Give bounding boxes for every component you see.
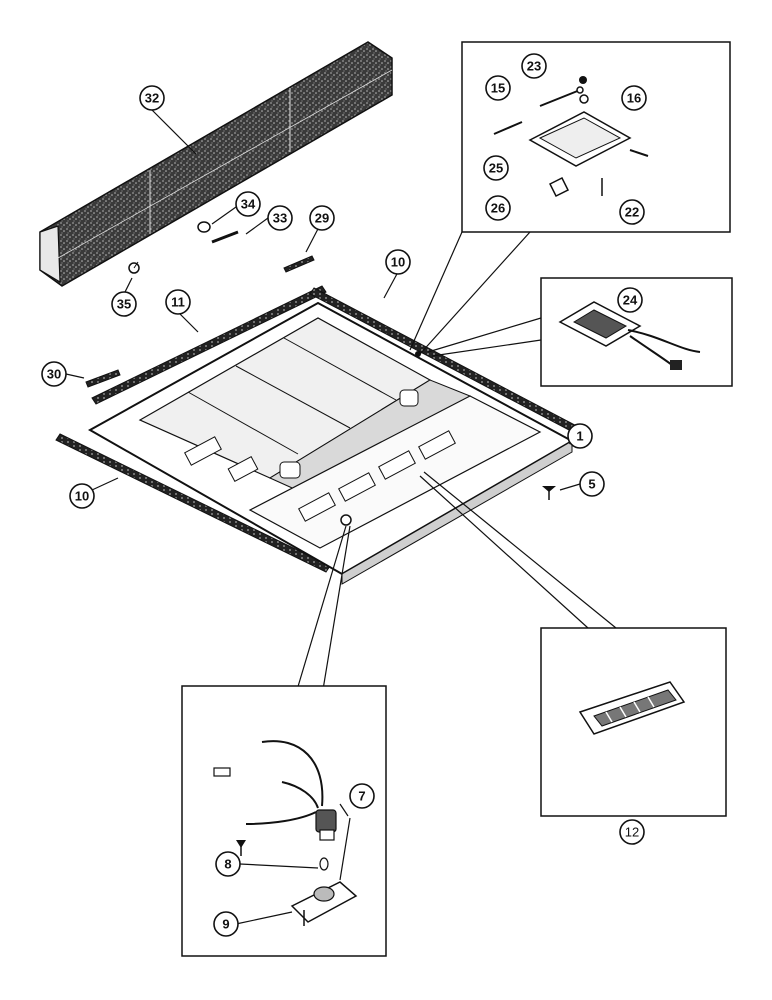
callout-label: 29 [315, 211, 329, 226]
callout-label: 12 [625, 825, 639, 840]
callout-12: 12 [619, 819, 645, 845]
callout-label: 5 [588, 477, 595, 492]
callout-22: 22 [619, 199, 645, 225]
callout-29: 29 [309, 205, 335, 231]
callout-10-bottom: 10 [69, 483, 95, 509]
callout-label: 1 [576, 429, 583, 444]
callout-label: 33 [273, 211, 287, 226]
callout-1: 1 [567, 423, 593, 449]
inset-switch [181, 685, 387, 957]
seal-strips [85, 255, 315, 388]
callout-label: 15 [491, 81, 505, 96]
callout-label: 10 [391, 255, 405, 270]
callout-16: 16 [621, 85, 647, 111]
main-tray-part [87, 301, 575, 585]
callout-label: 16 [627, 91, 641, 106]
screw-part-5 [542, 486, 556, 500]
callout-label: 35 [117, 297, 131, 312]
callout-label: 30 [47, 367, 61, 382]
inset-fuse-block [540, 627, 727, 817]
foam-block-part [39, 41, 393, 287]
callout-label: 24 [623, 293, 638, 308]
callout-32: 32 [139, 85, 165, 111]
callout-33: 33 [267, 205, 293, 231]
callout-11: 11 [165, 289, 191, 315]
callout-label: 11 [171, 295, 185, 310]
callout-label: 22 [625, 205, 639, 220]
callout-label: 10 [75, 489, 89, 504]
callout-30: 30 [41, 361, 67, 387]
callout-23: 23 [521, 53, 547, 79]
callout-7: 7 [349, 783, 375, 809]
callout-8: 8 [215, 851, 241, 877]
callout-label: 8 [224, 857, 231, 872]
callout-34: 34 [235, 191, 261, 217]
callout-label: 9 [222, 917, 229, 932]
callout-label: 32 [145, 91, 159, 106]
fastener-hardware [128, 221, 239, 274]
callout-5: 5 [579, 471, 605, 497]
callout-15: 15 [485, 75, 511, 101]
callout-24: 24 [617, 287, 643, 313]
callout-25: 25 [483, 155, 509, 181]
callout-26: 26 [485, 195, 511, 221]
inset-upper-right [461, 41, 731, 233]
callout-label: 26 [491, 201, 505, 216]
callout-label: 7 [358, 789, 365, 804]
callout-9: 9 [213, 911, 239, 937]
callout-label: 23 [527, 59, 541, 74]
callout-10-top: 10 [385, 249, 411, 275]
callout-35: 35 [111, 291, 137, 317]
callout-label: 25 [489, 161, 503, 176]
callout-label: 34 [241, 197, 256, 212]
